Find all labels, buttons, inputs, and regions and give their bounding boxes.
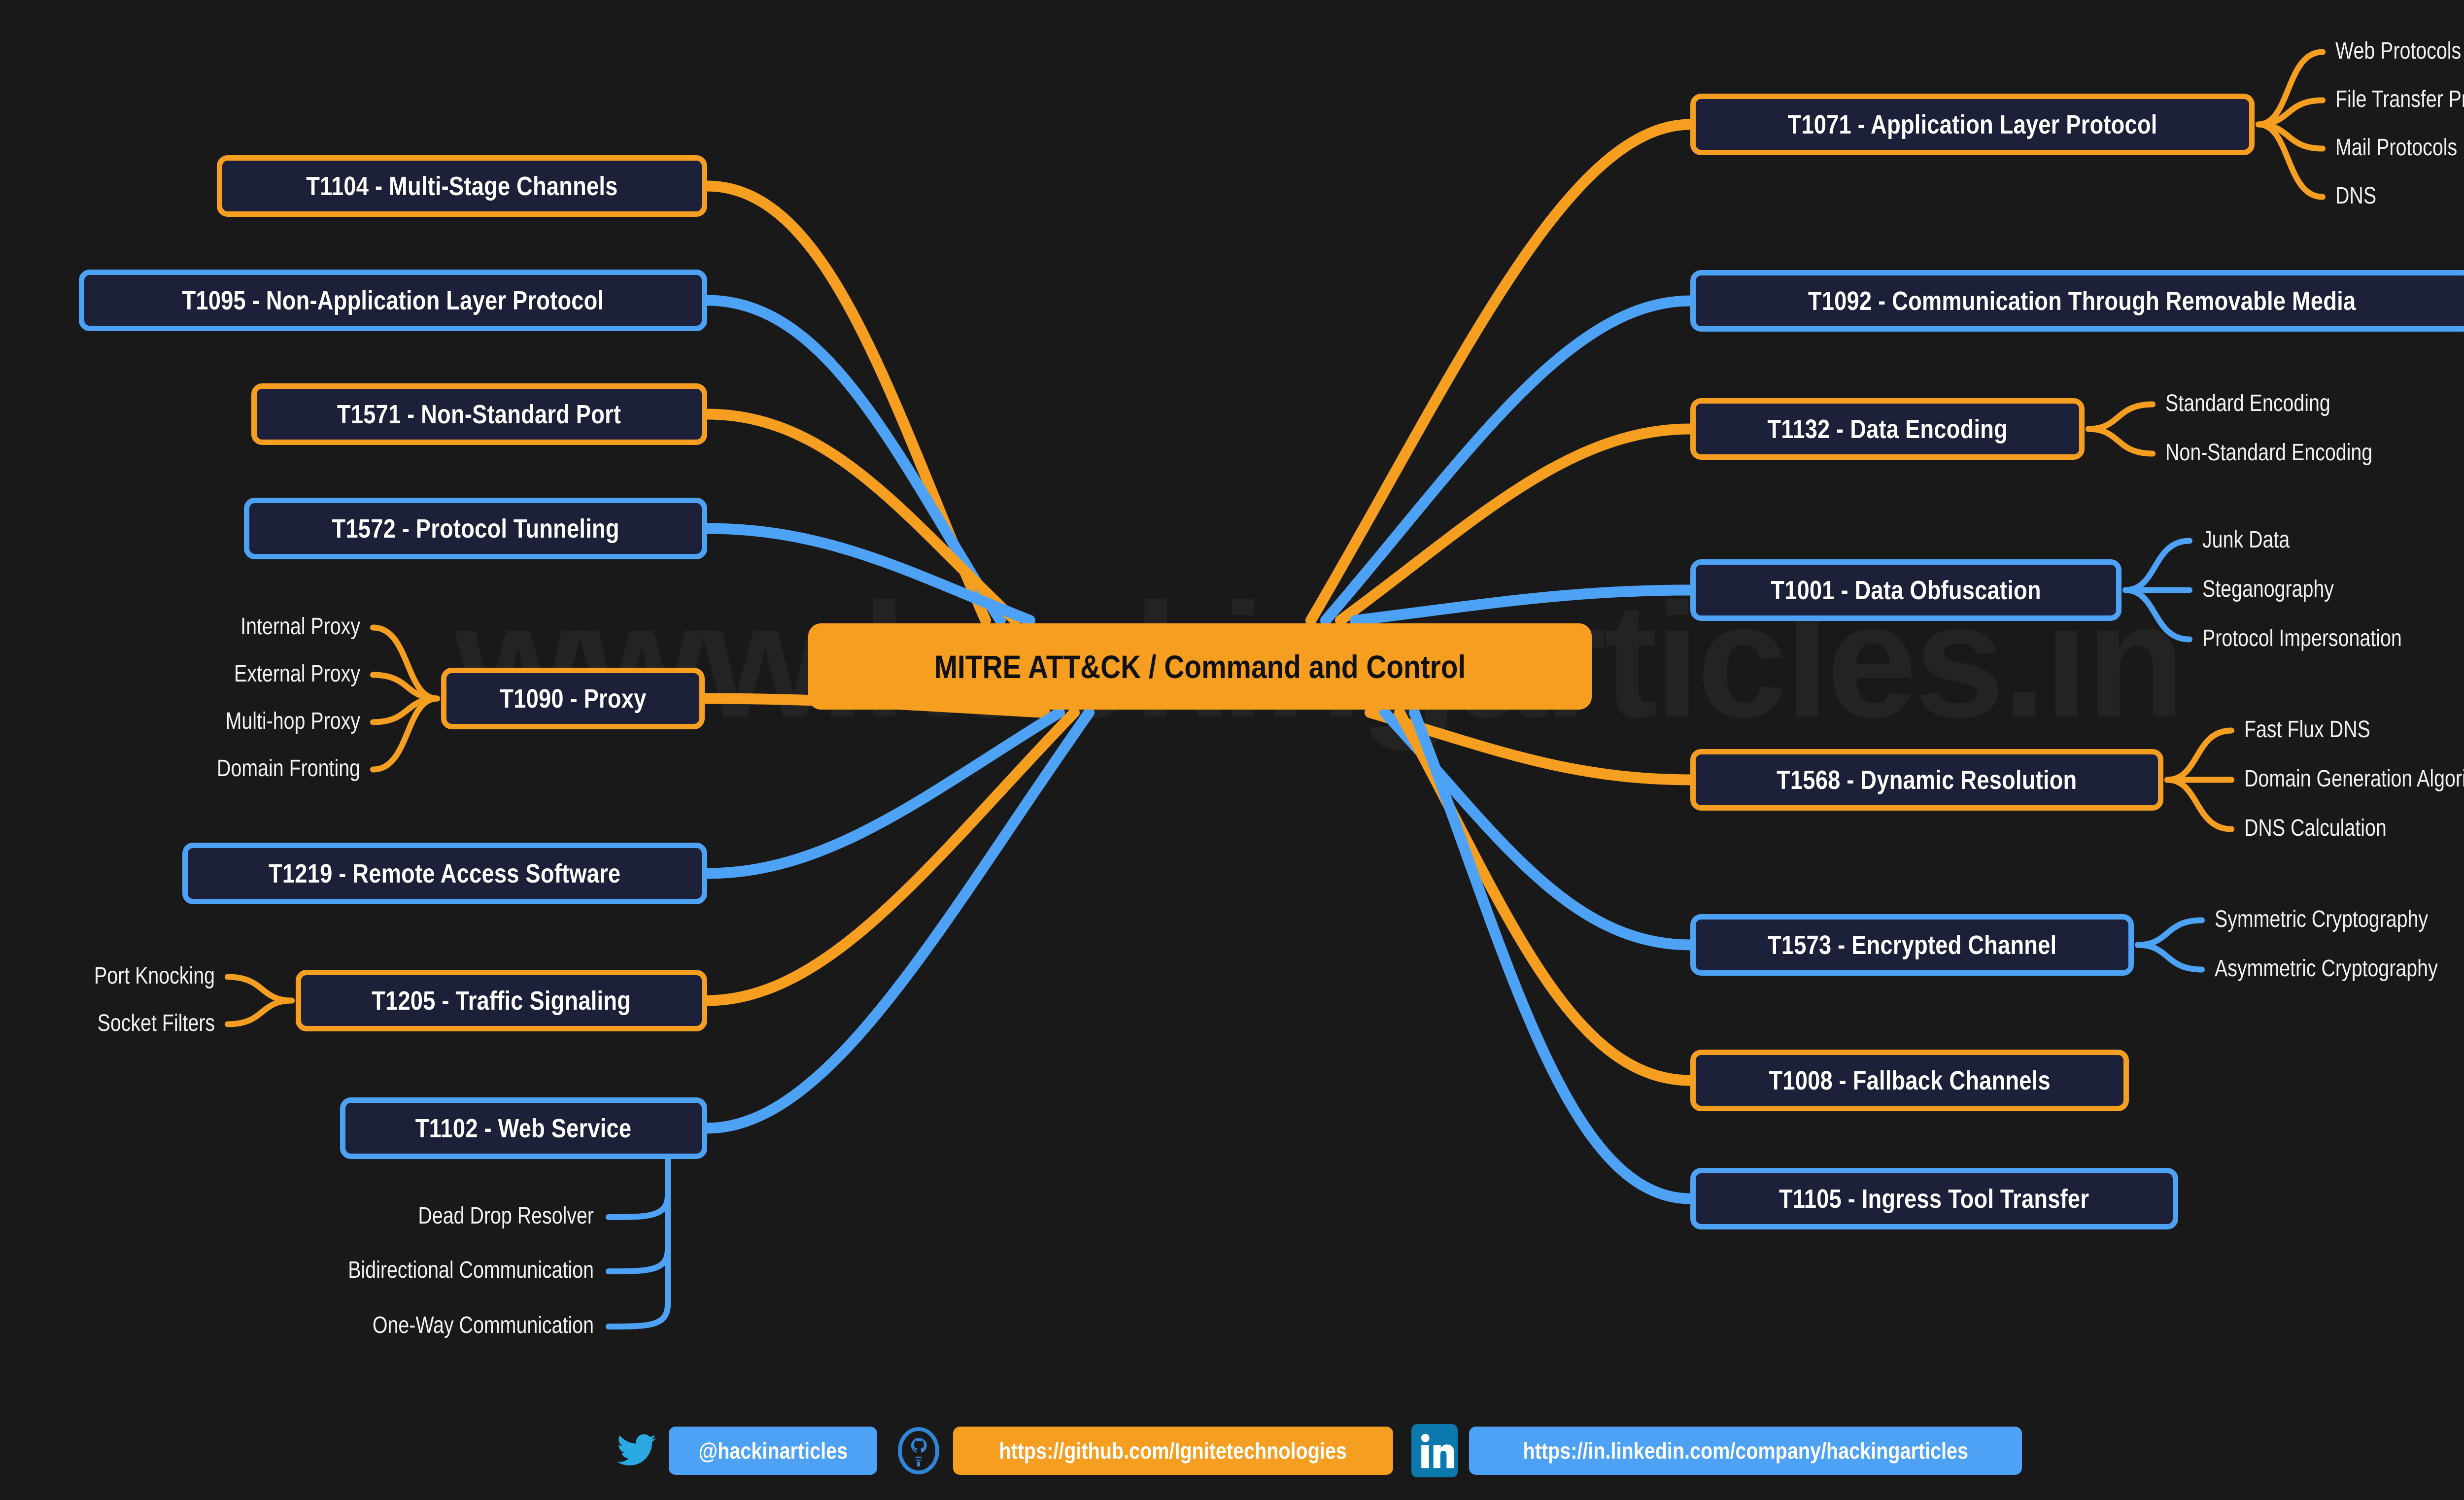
technique-node-label: T1205 - Traffic Signaling (372, 986, 631, 1016)
connector (606, 1246, 671, 1274)
connector (225, 974, 295, 1004)
connector (1305, 119, 1696, 626)
connector (702, 523, 1035, 626)
technique-node-label: T1008 - Fallback Channels (1769, 1065, 2051, 1095)
technique-node-label: T1572 - Protocol Tunneling (332, 513, 619, 544)
social-handle-label: https://github.com/Ignitetechnologies (999, 1438, 1347, 1464)
sub-technique-label[interactable]: Junk Data (2202, 526, 2290, 553)
social-footer: @hackinarticles https://github.com/Ignite… (0, 1424, 2464, 1477)
connector (702, 707, 1080, 1006)
connector (2164, 777, 2234, 832)
technique-node-label: T1105 - Ingress Tool Transfer (1779, 1184, 2089, 1214)
technique-node-label: T1092 - Communication Through Removable … (1808, 286, 2356, 316)
sub-technique-label[interactable]: Protocol Impersonation (2202, 625, 2402, 651)
sub-technique-label[interactable]: Standard Encoding (2165, 390, 2330, 416)
connector (2164, 727, 2234, 783)
connector (606, 1192, 671, 1220)
technique-node-right-2[interactable]: T1132 - Data Encoding (1690, 398, 2085, 460)
social-link-linkedin[interactable]: https://in.linkedin.com/company/hackinga… (1411, 1424, 2022, 1477)
connector (2256, 121, 2326, 200)
connector (2256, 97, 2326, 128)
sub-technique-label[interactable]: Domain Generation Algorithms (2244, 765, 2464, 792)
sub-technique-label[interactable]: Multi-hop Proxy (225, 708, 360, 734)
central-topic-label: MITRE ATT&CK / Command and Control (934, 648, 1466, 685)
technique-node-left-3[interactable]: T1572 - Protocol Tunneling (244, 498, 707, 559)
technique-node-left-7[interactable]: T1102 - Web Service (340, 1097, 707, 1159)
technique-node-label: T1573 - Encrypted Channel (1767, 930, 2057, 960)
technique-node-label: T1568 - Dynamic Resolution (1777, 765, 2077, 795)
technique-node-right-3[interactable]: T1001 - Data Obfuscation (1690, 559, 2122, 621)
technique-node-right-7[interactable]: T1105 - Ingress Tool Transfer (1690, 1168, 2178, 1229)
technique-node-right-1[interactable]: T1092 - Communication Through Removable … (1690, 270, 2464, 332)
technique-node-left-2[interactable]: T1571 - Non-Standard Port (251, 383, 707, 445)
sub-technique-label[interactable]: Domain Fronting (217, 755, 360, 782)
social-handle-label: @hackinarticles (698, 1438, 848, 1464)
twitter-icon[interactable] (616, 1430, 658, 1472)
sub-technique-label[interactable]: External Proxy (234, 660, 360, 687)
social-handle-label: https://in.linkedin.com/company/hackinga… (1523, 1438, 1968, 1464)
technique-node-label: T1071 - Application Layer Protocol (1787, 109, 2157, 139)
connector (2135, 917, 2205, 948)
technique-node-left-0[interactable]: T1104 - Multi-Stage Channels (217, 155, 707, 217)
technique-node-label: T1132 - Data Encoding (1767, 414, 2008, 444)
sub-technique-label[interactable]: Non-Standard Encoding (2165, 439, 2373, 466)
sub-technique-label[interactable]: Socket Filters (97, 1010, 215, 1036)
linkedin-icon[interactable] (1411, 1424, 1458, 1477)
connector (2086, 426, 2156, 457)
connector (606, 1301, 671, 1330)
technique-node-label: T1001 - Data Obfuscation (1771, 575, 2041, 605)
sub-technique-label[interactable]: Mail Protocols (2335, 134, 2458, 161)
social-handle-pill[interactable]: @hackinarticles (668, 1427, 878, 1475)
technique-node-label: T1104 - Multi-Stage Channels (306, 171, 618, 201)
connector (1320, 295, 1696, 626)
connector (225, 997, 295, 1027)
connector (702, 707, 1095, 1134)
sub-technique-label[interactable]: Steganography (2202, 576, 2334, 602)
sub-technique-label[interactable]: One-Way Communication (372, 1312, 594, 1338)
sub-technique-label[interactable]: DNS (2335, 182, 2377, 209)
connector (2135, 942, 2205, 973)
central-topic[interactable]: MITRE ATT&CK / Command and Control (808, 623, 1592, 710)
technique-node-label: T1102 - Web Service (415, 1113, 632, 1143)
connector (702, 409, 1021, 626)
technique-node-label: T1095 - Non-Application Layer Protocol (182, 285, 604, 315)
connector (370, 695, 440, 773)
connector (2122, 538, 2192, 593)
connector (2086, 401, 2156, 432)
sub-technique-label[interactable]: Asymmetric Cryptography (2215, 955, 2438, 982)
social-link-twitter[interactable]: @hackinarticles (616, 1427, 878, 1475)
technique-node-right-5[interactable]: T1573 - Encrypted Channel (1690, 914, 2134, 976)
social-handle-pill[interactable]: https://github.com/Ignitetechnologies (953, 1427, 1393, 1475)
technique-node-right-0[interactable]: T1071 - Application Layer Protocol (1690, 94, 2255, 155)
sub-technique-label[interactable]: Bidirectional Communication (348, 1257, 594, 1283)
technique-node-left-6[interactable]: T1205 - Traffic Signaling (296, 970, 707, 1031)
technique-node-right-6[interactable]: T1008 - Fallback Channels (1690, 1050, 2129, 1111)
connector (702, 707, 1065, 879)
connector (1335, 423, 1696, 626)
technique-node-left-4[interactable]: T1090 - Proxy (441, 668, 705, 729)
connector (702, 295, 1006, 626)
connector (1409, 707, 1696, 1204)
sub-technique-label[interactable]: DNS Calculation (2244, 815, 2387, 841)
social-handle-pill[interactable]: https://in.linkedin.com/company/hackinga… (1469, 1427, 2022, 1475)
technique-node-left-1[interactable]: T1095 - Non-Application Layer Protocol (79, 270, 707, 331)
sub-technique-label[interactable]: Web Protocols (2335, 37, 2462, 64)
technique-node-label: T1219 - Remote Access Software (269, 858, 621, 888)
technique-node-left-5[interactable]: T1219 - Remote Access Software (182, 843, 707, 904)
connector (370, 672, 440, 702)
technique-node-label: T1090 - Proxy (499, 683, 647, 714)
connector (1350, 584, 1696, 626)
sub-technique-label[interactable]: Internal Proxy (240, 613, 360, 640)
sub-technique-label[interactable]: Dead Drop Resolver (418, 1203, 594, 1229)
technique-node-right-4[interactable]: T1568 - Dynamic Resolution (1690, 749, 2163, 811)
sub-technique-label[interactable]: File Transfer Protocols (2335, 86, 2464, 112)
social-link-github[interactable]: https://github.com/Ignitetechnologies (895, 1427, 1393, 1475)
sub-technique-label[interactable]: Symmetric Cryptography (2215, 906, 2429, 932)
sub-technique-label[interactable]: Fast Flux DNS (2244, 716, 2370, 743)
github-icon[interactable] (895, 1427, 942, 1474)
sub-technique-label[interactable]: Port Knocking (94, 962, 215, 989)
connector (2122, 587, 2192, 643)
technique-node-label: T1571 - Non-Standard Port (337, 399, 621, 429)
